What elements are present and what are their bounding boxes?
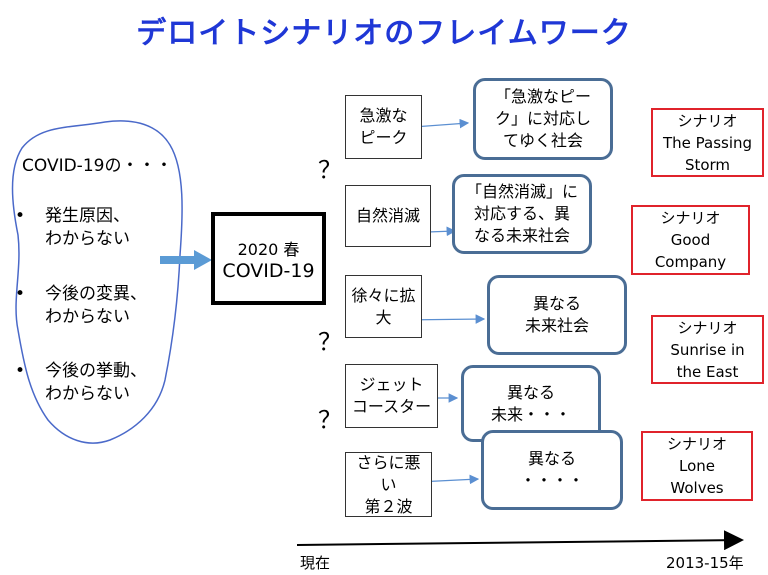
outcome-box-2: 「自然消滅」に 対応する、異 なる未来社会 (452, 174, 592, 254)
origin-date: 2020 春 (237, 239, 300, 259)
question-mark-3: ？ (318, 406, 342, 434)
condition-box-1: 急激な ピーク (345, 95, 422, 159)
scenario-label-3: シナリオ (677, 318, 738, 337)
timeline-start-label: 現在 (300, 554, 331, 572)
page-title: デロイトシナリオのフレイムワーク (136, 16, 632, 51)
outcome-box-3: 異なる 未来社会 (487, 275, 627, 355)
scenario-name-4: Lone Wolves (670, 457, 724, 497)
cloud-bullet-2: 今後の変異、 わからない (45, 284, 147, 327)
scenario-name-1: The Passing Storm (662, 133, 753, 174)
condition-box-3: 徐々に拡 大 (345, 275, 422, 338)
origin-label: COVID-19 (222, 259, 315, 282)
cloud-bullet-1: 発生原因、 わからない (45, 206, 130, 249)
condition-box-5: さらに悪 い 第２波 (345, 452, 432, 517)
outcome-box-1: 「急激なピー ク」に対応し てゆく社会 (473, 78, 613, 160)
question-mark-1: ？ (318, 156, 342, 184)
condition-box-2: 自然消滅 (345, 185, 431, 247)
question-mark-2: ？ (318, 328, 342, 356)
condition-box-4: ジェット コースター (345, 364, 438, 428)
cloud-bullet-mark-2: • (15, 284, 26, 304)
scenario-name-3: Sunrise in the East (670, 340, 745, 381)
origin-box: 2020 春 COVID-19 (211, 212, 326, 305)
timeline-axis (296, 530, 744, 551)
scenario-name-2: Good Company (654, 231, 727, 271)
cloud-bullet-mark-1: • (15, 206, 26, 226)
outcome-box-5: 異なる ・・・・ (481, 430, 623, 510)
cloud-heading: COVID-19の・・・ (22, 156, 173, 176)
cloud-bullet-3: 今後の挙動、 わからない (45, 361, 147, 404)
scenario-label-2: シナリオ (660, 209, 721, 227)
scenario-box-2: シナリオ Good Company (631, 205, 750, 275)
scenario-box-3: シナリオ Sunrise in the East (651, 315, 764, 384)
timeline-end-label: 2013-15年 (666, 554, 744, 572)
scenario-label-4: シナリオ (666, 435, 727, 453)
big-arrow-head (194, 250, 212, 270)
scenario-box-1: シナリオ The Passing Storm (651, 108, 764, 177)
scenario-box-4: シナリオ Lone Wolves (641, 431, 753, 501)
cloud-bullet-mark-3: • (15, 361, 26, 381)
scenario-label-1: シナリオ (677, 111, 738, 130)
uncertainty-cloud-outline (11, 120, 183, 444)
